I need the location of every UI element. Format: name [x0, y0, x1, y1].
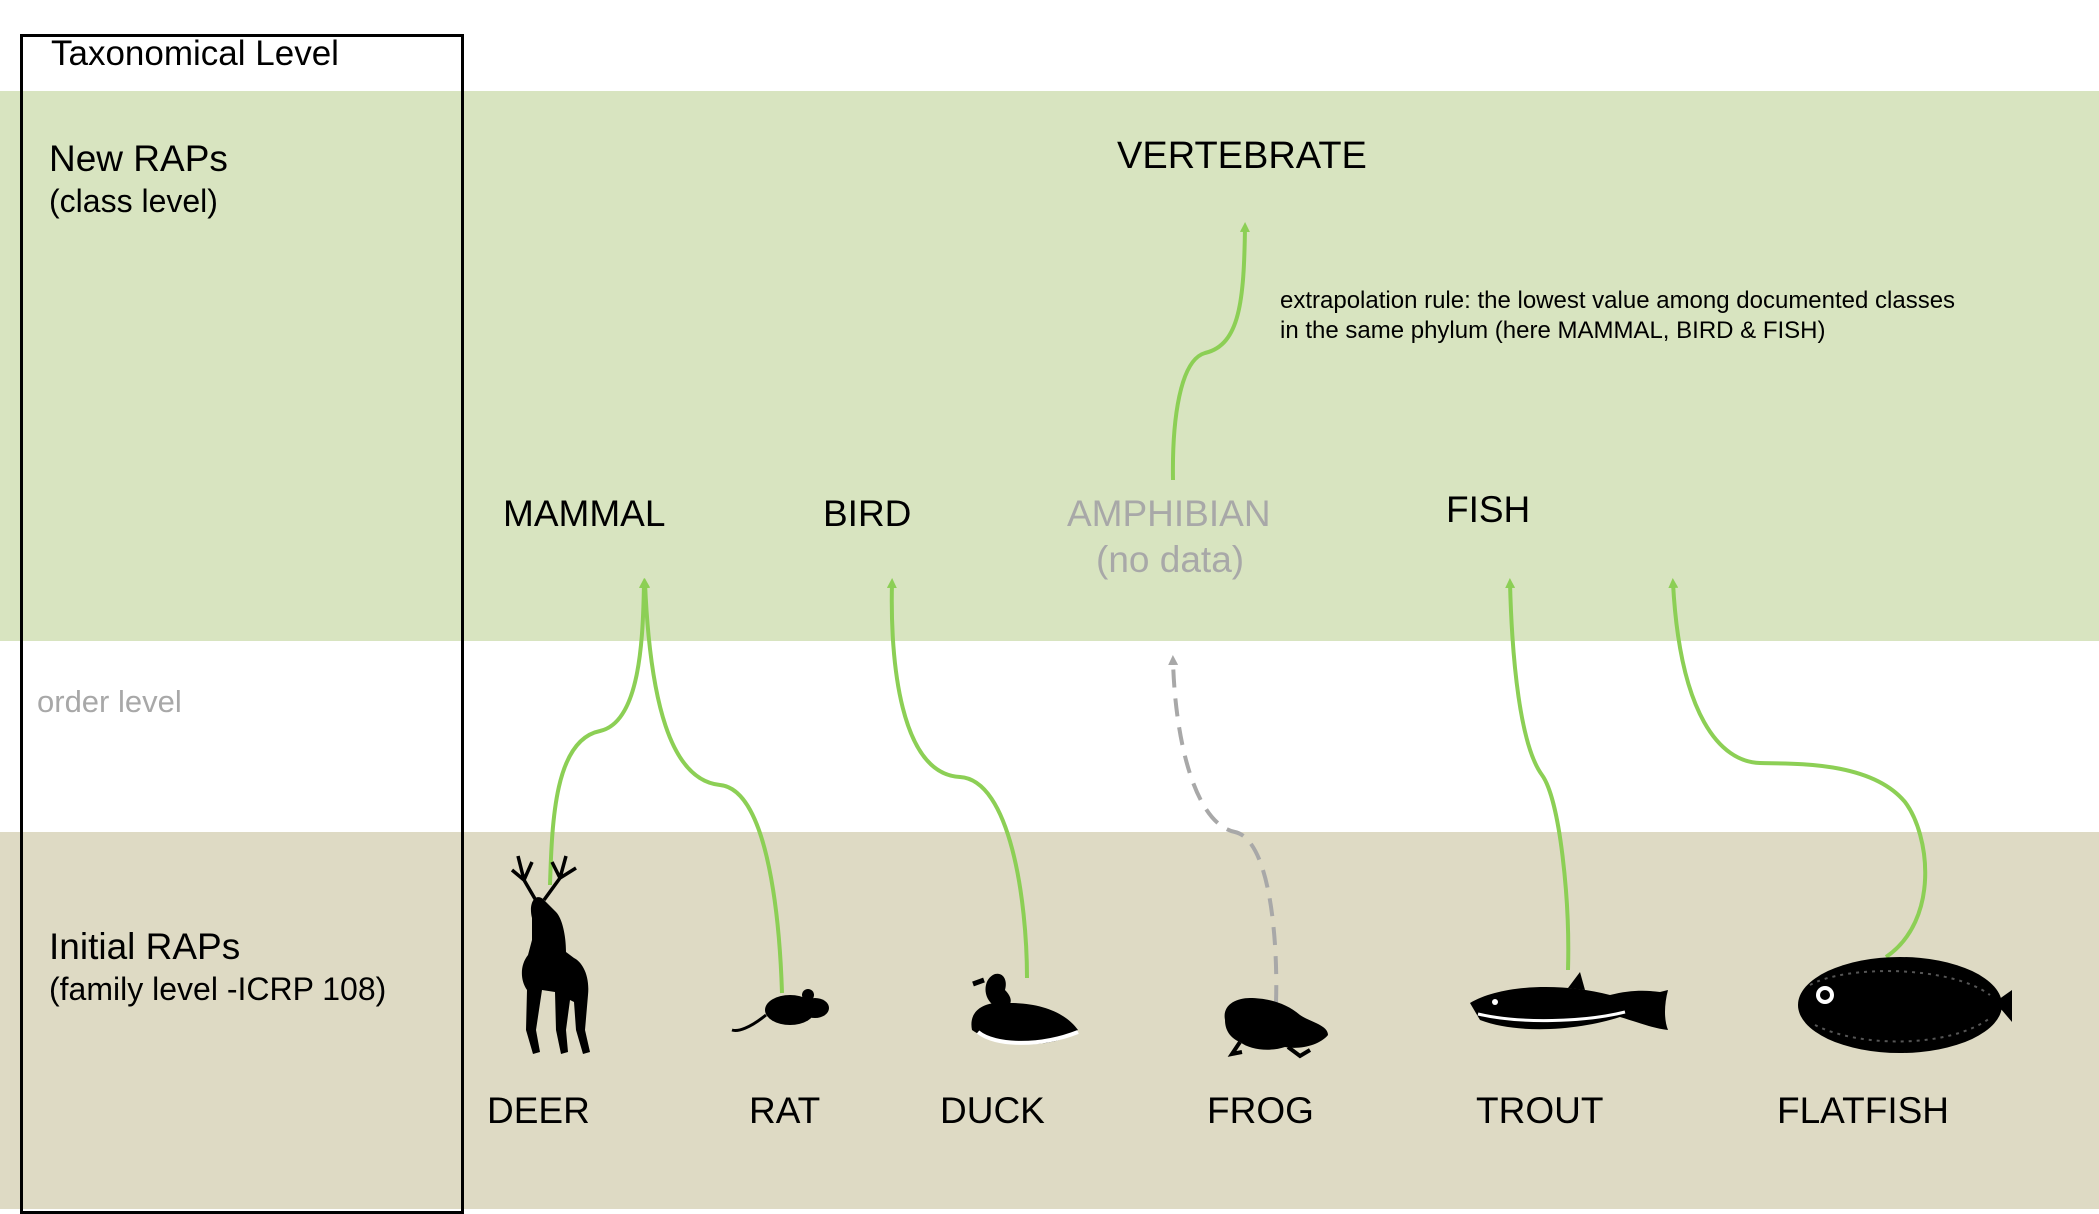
duck-icon [971, 974, 1078, 1045]
flatfish-icon [1798, 957, 2012, 1053]
frog-icon [1225, 998, 1328, 1056]
flatfish-to-fish-arrow [1673, 583, 1925, 957]
trout-to-fish-arrow [1510, 583, 1568, 970]
amphibian-to-vertebrate-arrow [1173, 227, 1245, 480]
rat-to-mammal-arrow [645, 583, 782, 993]
frog-to-amphibian-arrow [1173, 660, 1276, 1003]
deer-icon [512, 856, 590, 1054]
duck-to-bird-arrow [892, 583, 1027, 978]
deer-to-mammal-arrow [550, 583, 644, 885]
rat-icon [732, 989, 829, 1030]
trout-icon [1470, 972, 1668, 1030]
